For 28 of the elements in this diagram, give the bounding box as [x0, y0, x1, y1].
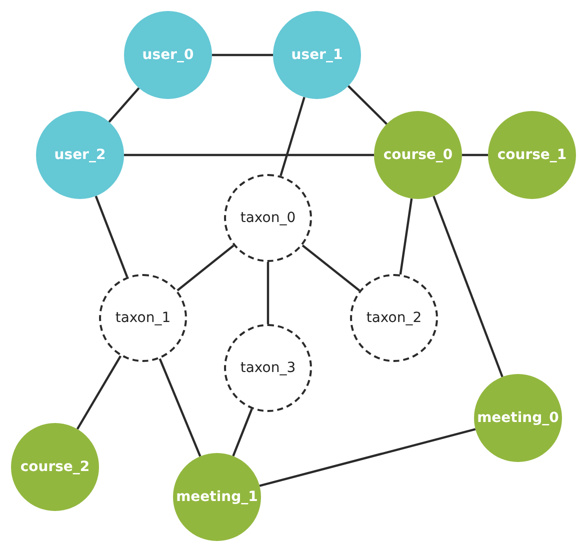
node-label: user_2	[54, 147, 106, 163]
node-label: user_1	[291, 47, 343, 63]
connector-line	[302, 244, 360, 292]
connector-line	[176, 244, 234, 292]
connector-line	[76, 355, 122, 430]
connector-line	[266, 262, 270, 324]
node-label: taxon_1	[115, 310, 171, 326]
connector-line	[158, 358, 202, 457]
node-label: taxon_2	[366, 310, 422, 326]
connector-line	[432, 196, 504, 378]
connector-line	[348, 85, 388, 125]
node-label: user_0	[142, 47, 194, 63]
connector-line	[124, 154, 374, 156]
node-label: meeting_0	[477, 410, 559, 426]
node-label: course_0	[383, 147, 453, 163]
node-label: meeting_1	[176, 489, 258, 505]
node-label: taxon_0	[240, 210, 296, 226]
node-label: taxon_3	[240, 360, 296, 376]
node-label: course_1	[497, 147, 567, 163]
connector-line	[280, 96, 306, 176]
node-label: course_2	[20, 459, 90, 475]
connector-line	[399, 198, 413, 275]
connector-line	[94, 196, 128, 278]
connector-line	[212, 54, 273, 56]
connector-line	[108, 87, 140, 123]
connector-line	[462, 154, 488, 156]
connector-line	[259, 428, 476, 487]
connector-line	[232, 408, 253, 456]
